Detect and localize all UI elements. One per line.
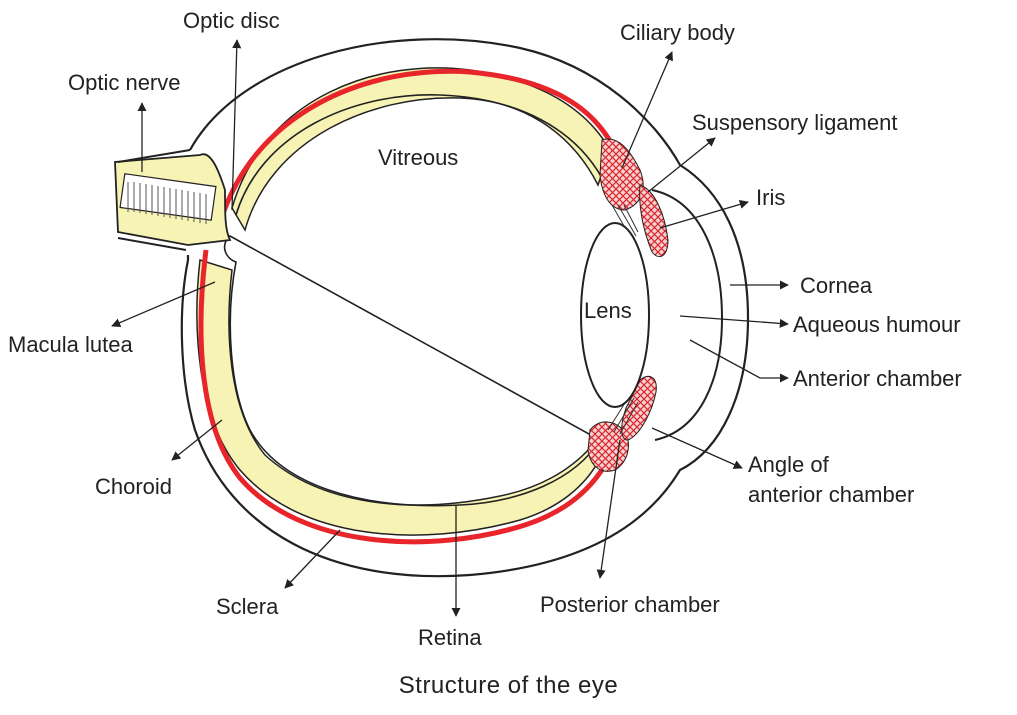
ciliary-body-lower — [587, 421, 629, 472]
ciliary-body-upper — [599, 138, 644, 211]
leader-iris — [659, 199, 749, 229]
lens — [580, 222, 650, 408]
label-aqueous-humour: Aqueous humour — [793, 312, 961, 337]
leader-lines — [111, 39, 789, 617]
label-optic-nerve: Optic nerve — [68, 70, 181, 95]
label-suspensory-ligament: Suspensory ligament — [692, 110, 897, 135]
label-posterior-chamber: Posterior chamber — [540, 592, 720, 617]
optic-nerve-sheath — [117, 149, 191, 251]
label-angle-line2: anterior chamber — [748, 482, 914, 507]
sclera-outline — [180, 38, 750, 578]
label-cornea: Cornea — [800, 273, 873, 298]
leader-macula-lutea — [111, 281, 216, 327]
diagram-caption: Structure of the eye — [398, 672, 619, 699]
optic-nerve-fibres — [119, 173, 217, 221]
leader-angle — [651, 427, 743, 469]
leader-optic-disc — [231, 39, 242, 211]
leader-sclera — [284, 529, 341, 589]
choroid-line-lower — [198, 249, 608, 545]
label-iris: Iris — [756, 185, 785, 210]
label-retina: Retina — [418, 625, 482, 650]
leader-choroid — [171, 419, 223, 461]
label-choroid: Choroid — [95, 474, 172, 499]
leader-suspensory-ligament — [647, 137, 716, 193]
label-ciliary-body: Ciliary body — [620, 20, 735, 45]
leader-aqueous-humour — [679, 315, 789, 328]
leader-ciliary-body — [621, 51, 673, 169]
optic-nerve-fibre-lines — [127, 182, 207, 224]
iris-upper — [639, 184, 669, 258]
label-macula-lutea: Macula lutea — [8, 332, 134, 357]
leader-anterior-chamber — [689, 339, 789, 383]
leader-posterior-chamber — [596, 439, 621, 579]
label-angle-line1: Angle of — [748, 452, 830, 477]
vitreous-boundary — [223, 94, 613, 507]
label-optic-disc: Optic disc — [183, 8, 280, 33]
cornea — [651, 189, 724, 441]
choroid-line — [215, 68, 618, 231]
label-lens: Lens — [584, 298, 632, 323]
iris-lower — [621, 376, 657, 441]
label-anterior-chamber: Anterior chamber — [793, 366, 962, 391]
eye-diagram: Optic disc Optic nerve Ciliary body Susp… — [8, 8, 962, 650]
label-sclera: Sclera — [216, 594, 279, 619]
label-vitreous: Vitreous — [378, 145, 458, 170]
